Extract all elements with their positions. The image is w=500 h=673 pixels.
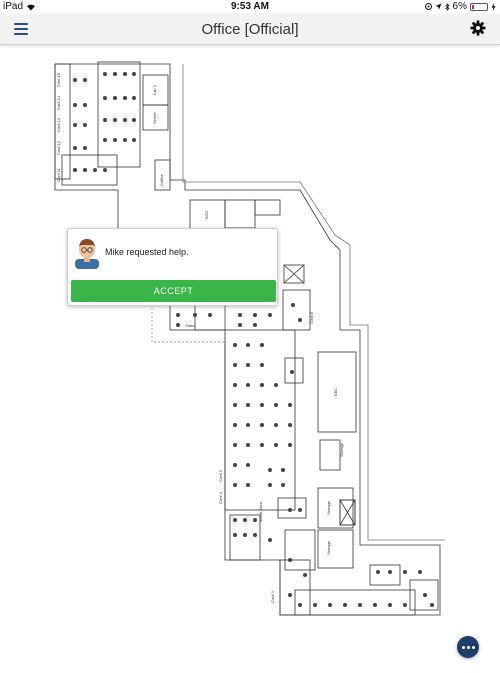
room-label: Coffee [159,173,164,185]
room-label: Conf 8 [309,311,314,324]
menu-button[interactable] [14,23,28,35]
room-label: NOC [204,210,209,219]
room-label: Conf 3 [270,590,275,603]
page-title: Office [Official] [201,21,299,38]
room-label: Storage [326,540,331,555]
room-label: Server [152,111,157,123]
room-label: Break Area [258,501,263,522]
room-label: Conf 14 [56,95,61,110]
wifi-icon [27,4,36,10]
room-storage-1 [317,487,354,529]
room-label: Conf 4 [218,491,223,504]
room-ebc [317,351,357,433]
floor-plan-map[interactable]: Conf 15 Conf 14 Conf 13 Conf 12 Conf 11 Lab 1… [0,46,500,636]
room-label: EBC [333,388,338,396]
room-server [142,104,169,131]
room-storage-2 [317,529,354,569]
gear-icon[interactable] [470,20,486,36]
status-left: iPad [3,1,36,12]
hamburger-icon [14,23,28,25]
room-label: Conf 13 [56,117,61,132]
nav-bar: Office [Official] [0,14,500,45]
room-label: Conf 5 [218,469,223,482]
corridor-line [182,64,445,541]
battery-percent: 6% [452,1,467,12]
charging-icon [491,2,496,11]
clock: 9:53 AM [231,1,269,12]
room-label: Conf 12 [56,140,61,155]
more-options-button[interactable] [457,636,479,658]
room-label: Conf 15 [56,72,61,87]
status-bar: iPad 9:53 AM 6% [0,0,500,14]
room-label: Storage [326,500,331,515]
accept-button[interactable]: ACCEPT [71,280,276,302]
help-request-popup: Mike requested help. ACCEPT [67,228,278,306]
bluetooth-icon [444,2,450,11]
room-label: Patio [185,323,195,328]
navigation-arrow-icon [435,3,442,10]
room-label: Conf 11 [56,167,61,181]
room-label: Storage [339,442,344,457]
building-outline [55,63,441,616]
location-icon [424,3,432,10]
status-right: 6% [424,1,496,12]
device-label: iPad [3,1,24,12]
help-request-message: Mike requested help. [105,247,189,257]
room-label: Lab 1 [152,84,157,95]
more-dots-icon [461,645,465,649]
battery-icon [470,2,488,11]
user-avatar-icon [75,239,99,269]
